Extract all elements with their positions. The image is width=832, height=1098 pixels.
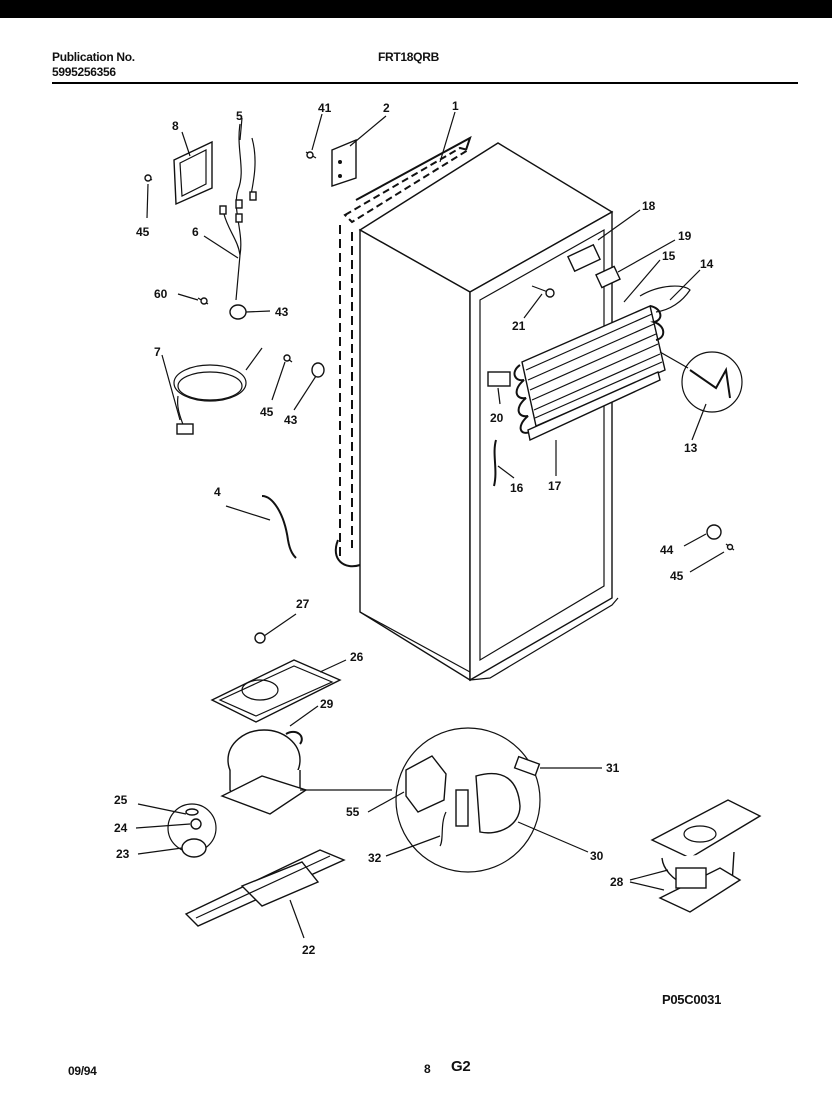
callout-55: 55: [346, 805, 360, 819]
relay-detail-circle: [395, 727, 541, 873]
callout-32: 32: [368, 851, 382, 865]
callout-23: 23: [116, 847, 130, 861]
leader-lines: [135, 111, 725, 939]
callout-18: 18: [642, 199, 656, 213]
callout-45-b: 45: [260, 405, 274, 419]
compressor: [220, 729, 392, 815]
bracket-part: [331, 138, 357, 187]
callout-1: 1: [452, 99, 459, 113]
callout-16: 16: [510, 481, 524, 495]
callout-4: 4: [214, 485, 221, 499]
compressor-base: [184, 849, 346, 927]
callout-8: 8: [172, 119, 179, 133]
callout-29: 29: [320, 697, 334, 711]
header-rule: [52, 82, 798, 84]
top-black-bar: [0, 0, 832, 18]
callout-28: 28: [610, 875, 624, 889]
callout-22: 22: [302, 943, 316, 957]
callout-44: 44: [660, 543, 674, 557]
callout-43-b: 43: [284, 413, 298, 427]
callout-6: 6: [192, 225, 199, 239]
callout-60: 60: [154, 287, 168, 301]
callout-24: 24: [114, 821, 128, 835]
publication-label: Publication No.: [52, 50, 135, 64]
callout-19: 19: [678, 229, 692, 243]
power-cord: [173, 347, 263, 435]
callout-17: 17: [548, 479, 562, 493]
diagram-code: P05C0031: [662, 992, 722, 1007]
callout-labels: 1 2 41 8 5 45 6 60 43 7 45 43 4 27 26 29…: [114, 99, 714, 957]
refrigerator-cabinet: [358, 142, 619, 682]
alternate-compressor: [650, 799, 762, 913]
callout-20: 20: [490, 411, 504, 425]
callout-45-c: 45: [670, 569, 684, 583]
callout-13: 13: [684, 441, 698, 455]
callout-7: 7: [154, 345, 161, 359]
callout-26: 26: [350, 650, 364, 664]
grommet: [254, 632, 266, 644]
callout-31: 31: [606, 761, 620, 775]
callout-5: 5: [236, 109, 243, 123]
thermostat-parts: [487, 243, 691, 487]
callout-25: 25: [114, 793, 128, 807]
footer-page-number: 8: [424, 1062, 431, 1076]
screws: [144, 151, 735, 551]
footer-section: G2: [451, 1058, 471, 1075]
clamps: [229, 304, 722, 540]
evaporator-fan-cover: [173, 140, 213, 206]
defrost-heater-detail: [659, 351, 743, 413]
callout-15: 15: [662, 249, 676, 263]
mounting-grommets: [167, 803, 217, 858]
model-number: FRT18QRB: [378, 50, 439, 64]
callout-27: 27: [296, 597, 310, 611]
wiring-harness: [219, 123, 257, 301]
callout-43-a: 43: [275, 305, 289, 319]
callout-30: 30: [590, 849, 604, 863]
footer-date: 09/94: [68, 1064, 97, 1078]
callout-41: 41: [318, 101, 332, 115]
publication-number: 5995256356: [52, 65, 116, 79]
drain-tube: [261, 495, 297, 559]
callout-14: 14: [700, 257, 714, 271]
drain-pan: [210, 659, 342, 723]
callout-21: 21: [512, 319, 526, 333]
callout-45-a: 45: [136, 225, 150, 239]
callout-2: 2: [383, 101, 390, 115]
condenser-coil: [334, 135, 472, 568]
evaporator-coil: [513, 305, 666, 442]
